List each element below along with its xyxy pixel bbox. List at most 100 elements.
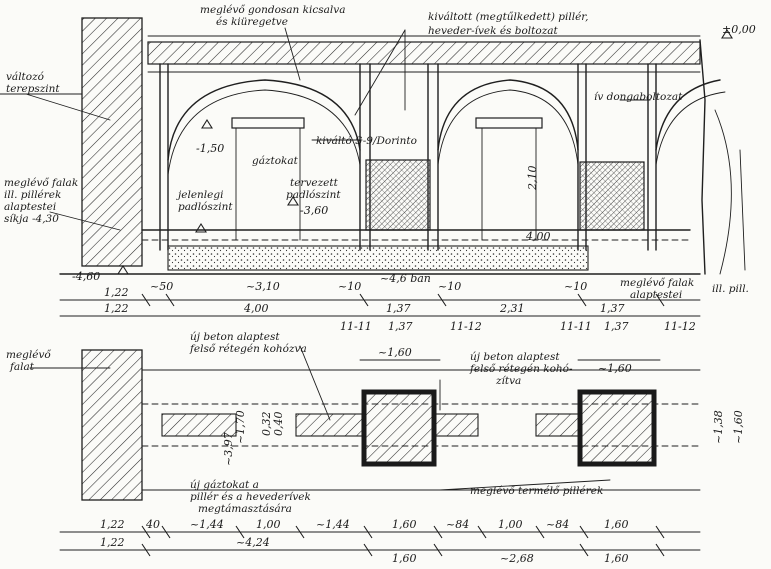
- foundation-band: [167, 245, 589, 271]
- dim-mid-0: ~1,60: [378, 346, 412, 359]
- plan-vert-right-0: ~1,38: [712, 410, 725, 444]
- note-foundation-2: ill. pillérek: [4, 189, 61, 201]
- note-terrain-2: terepszint: [6, 83, 60, 95]
- note-existing-joists-2: és kiüregetve: [216, 16, 288, 28]
- note-new-beam-b: új beton alaptest: [470, 351, 560, 363]
- note-right-foundation-2: alaptestei: [630, 289, 682, 301]
- pillar-section-right: [579, 161, 645, 231]
- dim-b1-8: ~84: [546, 518, 569, 531]
- dim-row1-6: ~10: [564, 280, 587, 293]
- note-foundation-3: alaptestei: [4, 201, 56, 213]
- dimension-texts: 1,22 ~50 ~3,10 ~10 ~10 ~10 1,22 4,00 1,3…: [100, 280, 745, 565]
- window-opening-left: [231, 117, 305, 129]
- note-wall: gáztokat: [252, 155, 299, 167]
- left-wall-section: [81, 17, 143, 267]
- dim-b2-0: 1,22: [100, 536, 125, 549]
- note-floor-existing-2: padlószint: [178, 201, 233, 213]
- section-mark-1: 11-12: [450, 320, 482, 333]
- plan-small-1: 0,40: [272, 412, 285, 437]
- foundation-level: -4,60: [72, 270, 100, 283]
- dim-b1-1: 40: [145, 518, 160, 531]
- section-mark-0: 11-11: [340, 320, 372, 333]
- dim-b2-1: ~4,24: [236, 536, 270, 549]
- note-new-beam-a-2: felső rétegén kohózva: [189, 342, 307, 355]
- note-new-beam-b-3: zítva: [495, 375, 521, 387]
- plan-pillar-2: [577, 389, 657, 467]
- plan-view: [81, 349, 701, 501]
- note-new-lintels: kiváltott (megtűlkedett) pillér,: [428, 10, 589, 23]
- dim-row2-1: 4,00: [243, 302, 269, 315]
- note-floor-planned: tervezett: [290, 177, 339, 189]
- window-opening-middle: [475, 117, 543, 129]
- dim-row2-4: 1,37: [600, 302, 625, 315]
- dim-row1-3: ~10: [338, 280, 361, 293]
- note-foundation: meglévő falak: [4, 176, 78, 189]
- note-right-3: ill. pill.: [712, 283, 749, 295]
- note-new-lintels-2: heveder-ívek és boltozat: [428, 25, 559, 37]
- dim-row1-2: ~3,10: [246, 280, 280, 293]
- dim-400-small: 4,00: [525, 230, 551, 243]
- dim-depth: ~4,6 ban: [380, 272, 431, 285]
- plan-small-0: 0,32: [260, 412, 273, 437]
- dim-row2-2: 1,37: [386, 302, 411, 315]
- plan-wall-segment-3: [433, 413, 479, 437]
- note-foundation-4: síkja -4,30: [4, 213, 59, 225]
- dim-b1-9: 1,60: [604, 518, 629, 531]
- vault-arch-left: [167, 79, 361, 161]
- left-wall-plan: [81, 349, 143, 501]
- dim-row1-5: ~10: [438, 280, 461, 293]
- dim-b1-7: 1,00: [498, 518, 523, 531]
- note-floor-planned-2: padlószint: [286, 189, 341, 201]
- dimension-lines: [25, 27, 733, 557]
- plan-wall-segment-1: [161, 413, 237, 437]
- dim-row1-1: ~50: [150, 280, 173, 293]
- note-plan-2: pillér és a hevederívek: [190, 491, 311, 503]
- dim-b2-2: 1,60: [392, 552, 417, 565]
- dim-b1-6: ~84: [446, 518, 469, 531]
- dim-b2-4: 1,60: [604, 552, 629, 565]
- annotations: meglévő gondosan kicsalva és kiüregetve …: [4, 3, 756, 515]
- plan-pillar-1: [361, 389, 437, 467]
- note-new-beam-b-2: felső rétegén kohó-: [469, 362, 573, 375]
- ceiling-slab: [147, 41, 701, 65]
- vault-arch-middle: [437, 79, 579, 151]
- note-barrel-vault: ív dongaboltozat: [594, 91, 683, 103]
- level-zero: ±0,00: [722, 23, 756, 36]
- section-view: [0, 17, 746, 275]
- dim-mid-1: ~1,60: [598, 362, 632, 375]
- plan-vert-left-0: ~3,97: [222, 432, 235, 466]
- dim-row2-0: 1,22: [104, 302, 129, 315]
- note-plan-3: megtámasztására: [198, 503, 292, 515]
- dim-b1-5: 1,60: [392, 518, 417, 531]
- note-existing-joists: meglévő gondosan kicsalva: [200, 3, 345, 16]
- plan-vert-right-1: ~1,60: [732, 410, 745, 444]
- plan-wall-segment-4: [535, 413, 581, 437]
- window-level: -1,50: [196, 142, 224, 155]
- note-window: kiváltó S-9/Dorinto: [316, 135, 417, 147]
- section-mark-3: 11-12: [664, 320, 696, 333]
- note-floor-existing: jelenlegi: [176, 189, 223, 201]
- plan-vert-left-1: ~1,70: [234, 410, 247, 444]
- note-plan: új gáztokat a: [190, 479, 259, 491]
- dim-row2-3: 2,31: [499, 302, 525, 315]
- note-terrain: változó: [6, 71, 44, 83]
- section-mark-2: 11-11: [560, 320, 592, 333]
- dim-b1-2: ~1,44: [190, 518, 224, 531]
- height-dim: 2,10: [526, 166, 539, 192]
- section-val-1: 1,37: [604, 320, 629, 333]
- section-val-0: 1,37: [388, 320, 413, 333]
- note-existing-wall: meglévő: [6, 348, 51, 361]
- note-right-foundation: meglévő falak: [620, 276, 694, 289]
- dim-b1-4: ~1,44: [316, 518, 350, 531]
- dim-b1-3: 1,00: [256, 518, 281, 531]
- floor-planned-level: -3,60: [300, 204, 328, 217]
- pillar-section-middle: [365, 159, 431, 231]
- dim-b2-3: ~2,68: [500, 552, 534, 565]
- note-existing-wall-2: falat: [9, 361, 35, 373]
- dim-row1-0: 1,22: [104, 286, 129, 299]
- note-pillar: meglévő termélő pillérek: [470, 484, 603, 497]
- dim-b1-0: 1,22: [100, 518, 125, 531]
- note-new-beam-a: új beton alaptest: [190, 331, 280, 343]
